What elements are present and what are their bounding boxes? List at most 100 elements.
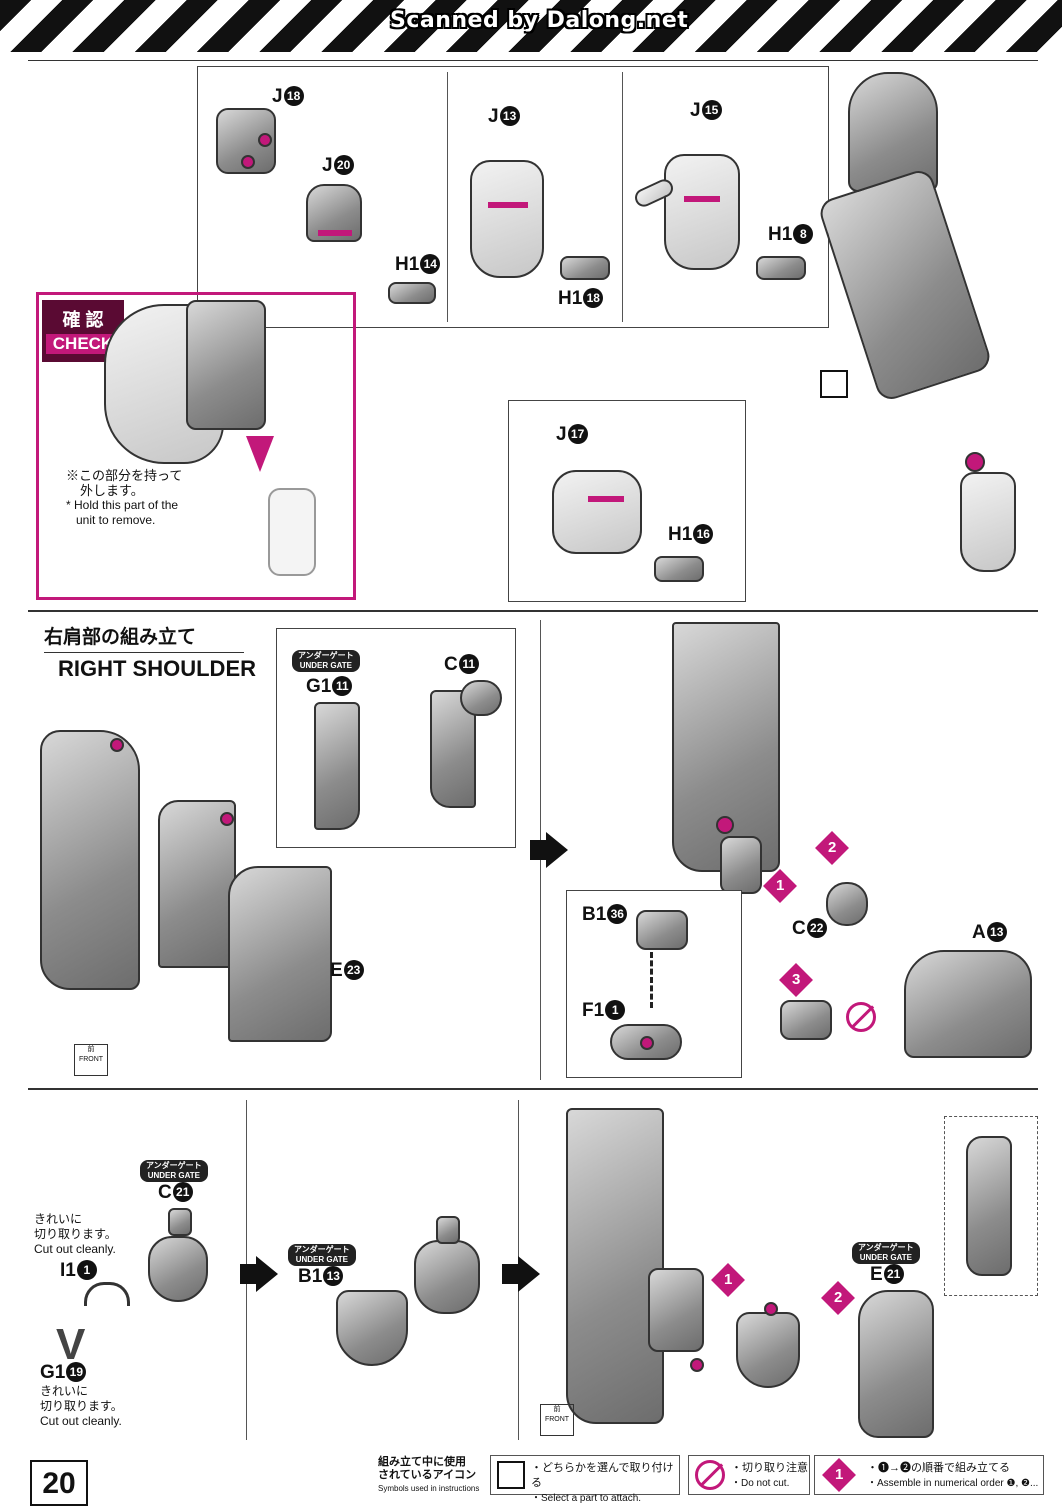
part-g1-19-shape: V: [56, 1320, 86, 1369]
check-tag: 確 認 CHECK: [42, 300, 124, 362]
do-not-cut-icon: [695, 1460, 725, 1490]
panel-divider: [622, 72, 623, 322]
subassembly-b1-f1: [780, 1000, 832, 1040]
legend-select-part: ・どちらかを選んで取り付ける ・Select a part to attach.: [490, 1455, 680, 1504]
check-panel: [36, 292, 356, 600]
section-title-jp: 右肩部の組み立て: [44, 627, 197, 648]
part-h1-16-fingers: [654, 556, 704, 582]
part-c22: [826, 882, 868, 926]
part-j15-hand: [664, 154, 740, 270]
peg-hole: [220, 812, 234, 826]
removed-hand-illustration: [268, 488, 316, 576]
panel-divider: [447, 72, 448, 322]
forearm: [816, 166, 994, 404]
section-divider: [28, 1088, 1038, 1090]
part-e21-back: [966, 1136, 1012, 1276]
header-rule: [28, 60, 1038, 61]
section-title-en: RIGHT SHOULDER: [58, 656, 256, 681]
step-order-icon: 1: [822, 1458, 856, 1492]
part-h1-14-fingers: [388, 282, 436, 304]
joint-mark: [588, 496, 624, 502]
scan-banner: Scanned by Dalong.net: [390, 8, 689, 33]
subassembly-c21-post: [436, 1216, 460, 1244]
legend-do-not-cut: ・切り取り注意 ・Do not cut.: [688, 1455, 810, 1495]
part-c21-post: [168, 1208, 192, 1236]
step-2-badge: 2: [815, 831, 849, 865]
cut-note-top: きれいに 切り取ります。 Cut out cleanly.: [34, 1212, 117, 1256]
step-arrow: [530, 832, 568, 868]
peg-hole: [764, 1302, 778, 1316]
step-arrow: [240, 1256, 278, 1292]
joint-mark: [684, 196, 720, 202]
part-j17-hand: [552, 470, 642, 554]
detail-panel-e21-back: [944, 1116, 1038, 1296]
legend-title: 組み立て中に使用 されているアイコン Symbols used in instr…: [378, 1456, 480, 1493]
subassembly-c21: [414, 1240, 480, 1314]
joint-mark: [318, 230, 352, 236]
check-tag-jp: 確 認: [62, 310, 104, 330]
peg-hole: [640, 1036, 654, 1050]
part-c21: [148, 1236, 208, 1302]
page-number: 20: [30, 1460, 88, 1506]
part-g1-11: [314, 702, 360, 830]
step-2-badge: 2: [821, 1281, 855, 1315]
header-hazard-stripe: [0, 0, 1062, 52]
step-1-badge: 1: [711, 1263, 745, 1297]
part-i1-1: [84, 1282, 130, 1306]
peg-hole: [716, 816, 734, 834]
part-e25: [40, 730, 140, 990]
wrist-joint: [965, 452, 985, 472]
select-part-icon: [497, 1461, 525, 1489]
cut-note-bottom: きれいに 切り取ります。 Cut out cleanly.: [40, 1384, 123, 1428]
part-h1-8-fingers: [756, 256, 806, 280]
part-a13: [904, 950, 1032, 1058]
default-hand: [960, 472, 1016, 572]
peg-hole: [110, 738, 124, 752]
remove-arrow: [246, 436, 274, 472]
joint-mark: [488, 202, 528, 208]
step-arrow: [502, 1256, 540, 1292]
part-e21: [858, 1290, 934, 1438]
step-1-badge: 1: [763, 869, 797, 903]
shoulder-joint: [720, 836, 762, 894]
shoulder-armor-assembled: [672, 622, 780, 872]
legend-numerical-order: 1 ・❶→❷の順番で組み立てる ・Assemble in numerical o…: [814, 1455, 1044, 1495]
subassembly-shoulder-plate: [158, 800, 236, 968]
peg-hole: [258, 133, 272, 147]
shoulder-joint-final: [648, 1268, 704, 1352]
part-h1-18-fingers: [560, 256, 610, 280]
title-rule: [44, 652, 244, 653]
part-c11-pivot: [460, 680, 502, 716]
check-tag-en: CHECK: [46, 334, 120, 354]
step-3-badge: 3: [779, 963, 813, 997]
part-j13-hand: [470, 160, 544, 278]
do-not-cut-icon: [846, 1002, 876, 1032]
shoulder-assembly-final: [566, 1108, 664, 1424]
part-e23: [228, 866, 332, 1042]
arm-unit-illustration: [186, 300, 266, 430]
part-b1-36: [636, 910, 688, 950]
